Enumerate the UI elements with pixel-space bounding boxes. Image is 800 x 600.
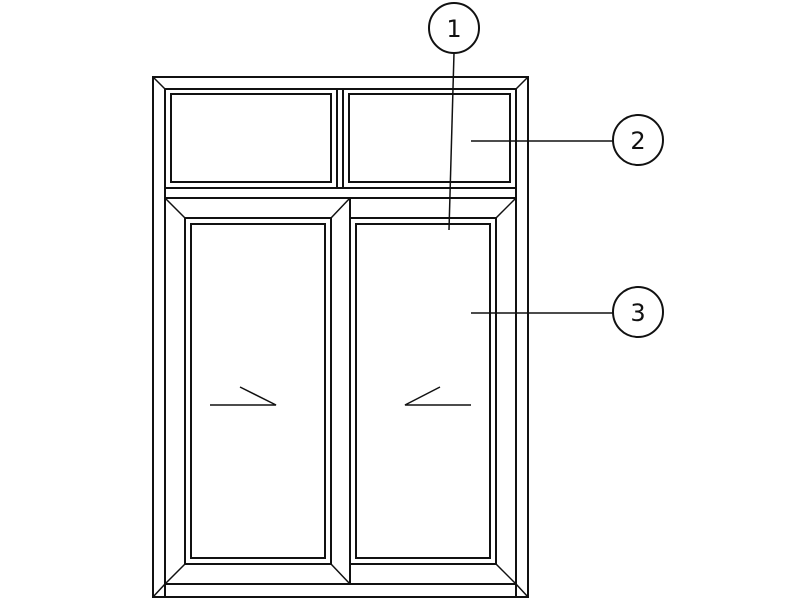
- callout-3: 3: [471, 286, 664, 338]
- sliding-direction-arrow-right: [404, 386, 471, 406]
- transom-pane-right: [342, 88, 517, 189]
- outer-frame-outer-edge: [152, 76, 529, 598]
- callout-1: 1: [428, 2, 480, 231]
- outer-frame-miter-bottom-left: [152, 583, 166, 598]
- outer-frame-miter-bottom-right: [515, 583, 529, 598]
- transom-bar: [164, 187, 517, 199]
- callout-2: 2: [471, 114, 664, 166]
- bottom-sill: [164, 583, 517, 598]
- callout-2-label: 2: [630, 127, 645, 155]
- outer-frame-miter-top-left: [152, 76, 166, 90]
- sash-left: [164, 197, 351, 585]
- outer-frame-inner-edge: [164, 88, 517, 598]
- callout-2-circle: [612, 114, 664, 166]
- transom-pane-left: [164, 88, 338, 189]
- sliding-direction-arrow-left: [210, 386, 277, 406]
- callout-3-circle: [612, 286, 664, 338]
- callout-3-label: 3: [630, 299, 645, 327]
- callout-1-label: 1: [446, 15, 461, 43]
- callout-1-leader-line: [448, 52, 455, 231]
- callout-1-circle: [428, 2, 480, 54]
- outer-frame-miter-top-right: [515, 76, 529, 90]
